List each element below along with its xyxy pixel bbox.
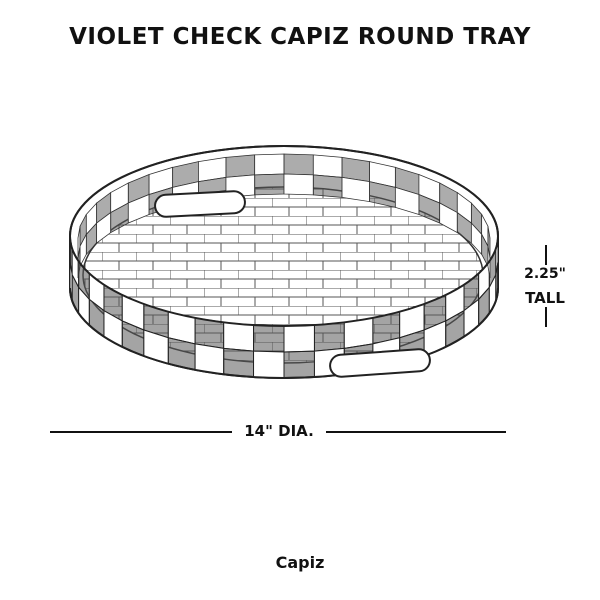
product-title: VIOLET CHECK CAPIZ ROUND TRAY [69,24,531,50]
wall-tile [283,350,315,379]
tray-rim [69,145,499,327]
wall-tile [313,321,345,352]
wall-tile [223,321,255,352]
height-tick-bottom [545,307,547,327]
wall-tile [225,154,256,178]
wall-tile [283,153,314,176]
diameter-line-left [50,431,232,433]
height-value: 2.25" [524,266,566,282]
diameter-label: 14" DIA. [244,422,314,440]
wall-tile [254,173,285,196]
wall-tile [341,176,370,203]
diameter-line-right [326,431,506,433]
height-unit: TALL [525,289,565,307]
wall-tile [312,154,343,178]
wall-tile [253,324,285,353]
wall-tile [283,324,315,353]
height-tick-top [545,245,547,265]
wall-tile [312,174,343,198]
wall-tile [253,350,285,379]
wall-tile [283,173,314,196]
tray-handle-front [329,348,431,378]
wall-tile [223,347,255,378]
wall-tile [254,153,285,176]
material-label: Capiz [275,553,325,572]
tray-handle-back [154,190,246,218]
